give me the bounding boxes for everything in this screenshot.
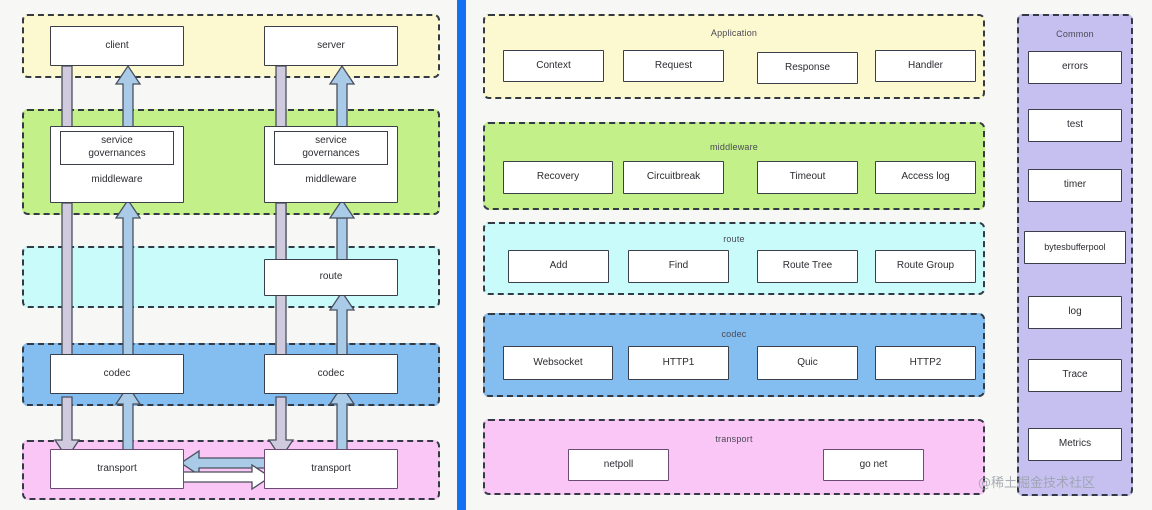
left-node-client-label: client — [105, 39, 129, 51]
left-node-server-label: server — [317, 39, 345, 51]
right-item-http1[interactable]: HTTP1 — [628, 346, 729, 380]
right-item-request[interactable]: Request — [623, 50, 724, 82]
common-item-test-label: test — [1066, 119, 1084, 131]
left-node-codec-server-label: codec — [317, 367, 345, 379]
right-item-context[interactable]: Context — [503, 50, 604, 82]
left-node-codec-server[interactable]: codec — [264, 354, 398, 394]
service-governances-line2: governances — [88, 147, 146, 159]
right-item-http1-label: HTTP1 — [662, 356, 695, 368]
left-node-server[interactable]: server — [264, 26, 398, 66]
right-section-application-title: Application — [710, 28, 758, 38]
watermark: @稀土掘金技术社区 — [978, 476, 1096, 491]
right-item-quic[interactable]: Quic — [757, 346, 858, 380]
common-item-log-label: log — [1068, 306, 1082, 318]
left-node-transport-server-label: transport — [311, 462, 351, 474]
left-node-transport-server[interactable]: transport — [264, 449, 398, 489]
right-item-access-log-label: Access log — [901, 171, 950, 183]
right-item-netpoll[interactable]: netpoll — [568, 449, 669, 481]
left-node-middleware-server[interactable]: service governances middleware — [264, 126, 398, 203]
common-item-timer[interactable]: timer — [1028, 169, 1122, 202]
right-item-go-net-label: go net — [859, 458, 888, 470]
common-item-bytesbufferpool-label: bytesbufferpool — [1044, 241, 1106, 252]
right-item-context-label: Context — [536, 59, 571, 71]
right-item-netpoll-label: netpoll — [603, 458, 634, 470]
right-item-route-group-label: Route Group — [896, 260, 955, 272]
common-item-bytesbufferpool[interactable]: bytesbufferpool — [1024, 231, 1126, 264]
right-section-route-title: route — [723, 234, 745, 244]
right-item-find-label: Find — [668, 260, 689, 272]
right-item-add[interactable]: Add — [508, 250, 609, 283]
right-item-websocket[interactable]: Websocket — [503, 346, 613, 380]
right-item-add-label: Add — [549, 260, 568, 272]
right-item-http2[interactable]: HTTP2 — [875, 346, 976, 380]
right-item-circuitbreak-label: Circuitbreak — [646, 171, 701, 183]
service-governances-line1-server: service — [315, 135, 347, 146]
right-item-recovery-label: Recovery — [536, 171, 580, 183]
right-item-route-tree-label: Route Tree — [782, 260, 833, 272]
common-item-trace-label: Trace — [1062, 369, 1088, 381]
left-node-codec-client[interactable]: codec — [50, 354, 184, 394]
left-node-route[interactable]: route — [264, 259, 398, 296]
common-item-metrics[interactable]: Metrics — [1028, 428, 1122, 461]
service-governances-box-client[interactable]: service governances — [60, 131, 174, 165]
left-middleware-label-client: middleware — [91, 174, 143, 185]
right-item-circuitbreak[interactable]: Circuitbreak — [623, 161, 724, 194]
common-item-metrics-label: Metrics — [1058, 438, 1092, 450]
right-section-transport-title: transport — [715, 434, 753, 444]
left-middleware-label-server: middleware — [305, 174, 357, 185]
right-item-response[interactable]: Response — [757, 52, 858, 84]
right-item-route-tree[interactable]: Route Tree — [757, 250, 858, 283]
common-item-errors-label: errors — [1061, 61, 1089, 73]
right-item-go-net[interactable]: go net — [823, 449, 924, 481]
common-item-log[interactable]: log — [1028, 296, 1122, 329]
service-governances-line1: service — [101, 135, 133, 146]
service-governances-line2-server: governances — [302, 147, 360, 159]
left-node-client[interactable]: client — [50, 26, 184, 66]
common-item-timer-label: timer — [1063, 179, 1087, 191]
right-item-quic-label: Quic — [797, 356, 818, 368]
service-governances-box-server[interactable]: service governances — [274, 131, 388, 165]
right-item-recovery[interactable]: Recovery — [503, 161, 613, 194]
common-item-test[interactable]: test — [1028, 109, 1122, 142]
right-item-handler[interactable]: Handler — [875, 50, 976, 82]
right-item-request-label: Request — [654, 59, 693, 71]
right-section-middleware-title: middleware — [709, 142, 759, 152]
left-node-route-label: route — [319, 271, 343, 283]
right-item-response-label: Response — [784, 61, 831, 73]
right-item-find[interactable]: Find — [628, 250, 729, 283]
right-item-handler-label: Handler — [907, 59, 944, 71]
right-item-websocket-label: Websocket — [533, 356, 583, 368]
left-node-transport-client[interactable]: transport — [50, 449, 184, 489]
panel-divider — [457, 0, 466, 510]
right-item-timeout[interactable]: Timeout — [757, 161, 858, 194]
left-node-codec-client-label: codec — [103, 367, 131, 379]
common-item-errors[interactable]: errors — [1028, 51, 1122, 84]
common-item-trace[interactable]: Trace — [1028, 359, 1122, 392]
left-node-middleware-client[interactable]: service governances middleware — [50, 126, 184, 203]
right-section-codec-title: codec — [721, 329, 747, 339]
common-panel-title: Common — [1056, 29, 1094, 39]
right-item-route-group[interactable]: Route Group — [875, 250, 976, 283]
right-item-access-log[interactable]: Access log — [875, 161, 976, 194]
left-node-transport-client-label: transport — [97, 462, 137, 474]
right-item-http2-label: HTTP2 — [909, 356, 942, 368]
right-item-timeout-label: Timeout — [789, 171, 826, 183]
